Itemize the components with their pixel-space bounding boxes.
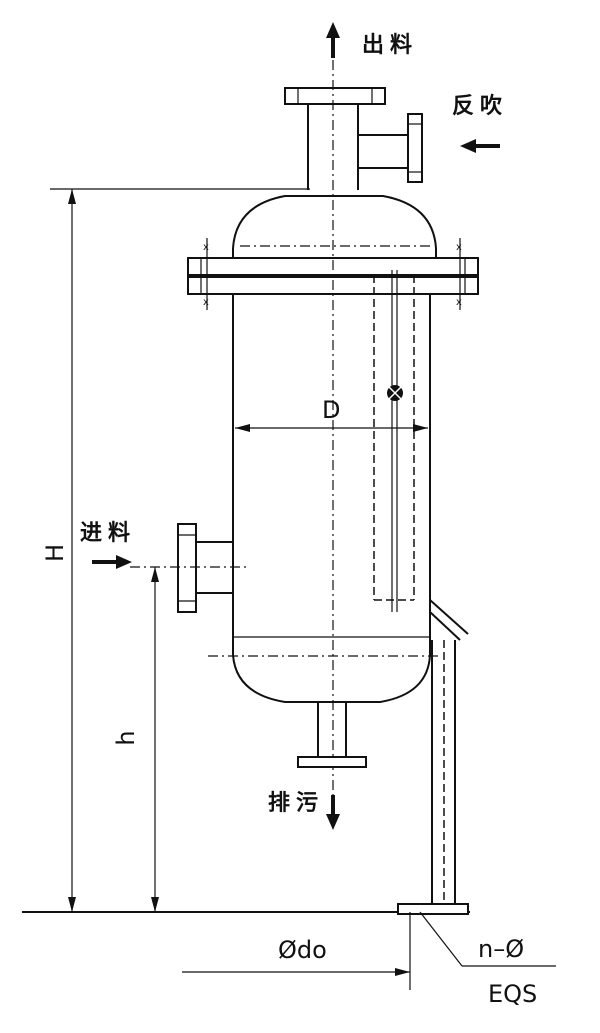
diameter-dimension: D: [235, 396, 428, 432]
svg-text:x: x: [456, 242, 462, 253]
height-dimension: H: [41, 188, 310, 912]
drain-nozzle: [297, 702, 367, 768]
backflush-arrow-icon: [460, 139, 500, 153]
inlet-nozzle: [130, 523, 250, 613]
bottom-head: [232, 654, 431, 703]
element-marker-icon: [387, 385, 403, 401]
svg-text:x: x: [203, 242, 209, 253]
backflush-label: 反吹: [452, 93, 508, 119]
shell: [232, 294, 431, 655]
base-dimension: Ødo n–Ø EQS: [182, 911, 556, 1008]
bolt-holes-label: n–Ø: [478, 935, 524, 963]
inlet-height-dimension: h: [112, 567, 159, 912]
drain-label: 排污: [268, 791, 324, 816]
height-label: H: [41, 544, 69, 562]
svg-text:x: x: [456, 297, 462, 308]
drain-arrow-icon: [326, 795, 340, 830]
inlet-arrow-icon: [92, 555, 132, 569]
outlet-nozzle: [284, 87, 386, 190]
svg-text:x: x: [203, 297, 209, 308]
filter-element: [373, 270, 415, 612]
outlet-arrow-icon: [326, 22, 340, 58]
support-leg: [397, 599, 469, 915]
eqs-label: EQS: [488, 980, 537, 1008]
inlet-label: 进料: [80, 521, 136, 546]
top-head: [232, 195, 437, 249]
inlet-height-label: h: [112, 730, 140, 745]
diameter-label: D: [322, 396, 340, 424]
outlet-label: 出料: [362, 33, 418, 58]
backflush-nozzle: [358, 113, 423, 183]
base-hole-label: Ødo: [278, 936, 327, 964]
